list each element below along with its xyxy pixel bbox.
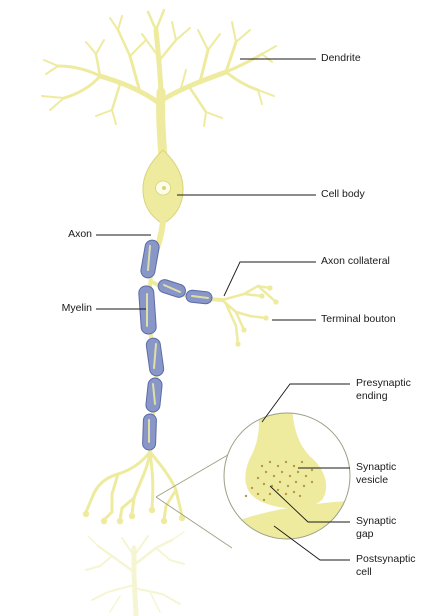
- target-neuron-faded: [85, 531, 185, 616]
- leader-lines: [96, 58, 350, 561]
- nucleolus: [162, 186, 166, 190]
- label-vesicle-line2: vesicle: [356, 474, 389, 486]
- label-gap-line1: Synaptic: [356, 515, 397, 527]
- label-presynaptic-line1: Presynaptic: [356, 377, 411, 389]
- label-synaptic-vesicle: Synaptic vesicle: [356, 461, 396, 487]
- label-postsynaptic-line1: Postsynaptic: [356, 553, 416, 565]
- label-cell-body: Cell body: [321, 188, 365, 200]
- collateral-terminals: [220, 284, 278, 346]
- label-myelin: Myelin: [61, 302, 92, 314]
- label-postsynaptic-cell: Postsynaptic cell: [356, 553, 416, 579]
- collateral-boutons: [235, 285, 279, 347]
- label-presynaptic-ending: Presynaptic ending: [356, 377, 411, 403]
- terminal-boutons: [82, 506, 186, 525]
- myelin-highlights: [146, 245, 209, 443]
- label-presynaptic-line2: ending: [356, 390, 388, 402]
- label-vesicle-line1: Synaptic: [356, 461, 397, 473]
- axon: [146, 219, 224, 454]
- dendrite-tree: [41, 8, 277, 163]
- label-axon: Axon: [68, 228, 92, 240]
- label-axon-collateral: Axon collateral: [321, 255, 390, 267]
- label-terminal-bouton: Terminal bouton: [321, 313, 396, 325]
- axon-terminals: [84, 450, 184, 522]
- presynaptic-terminal-shape: [245, 413, 327, 509]
- myelin-sheaths: [138, 239, 213, 451]
- label-postsynaptic-line2: cell: [356, 566, 372, 578]
- vesicle-dots: [244, 460, 314, 502]
- synapse-inset: [223, 412, 351, 540]
- inset-border: [223, 412, 351, 540]
- label-dendrite: Dendrite: [321, 52, 361, 64]
- postsynaptic-membrane-shape: [224, 500, 350, 539]
- label-synaptic-gap: Synaptic gap: [356, 515, 396, 541]
- label-gap-line2: gap: [356, 528, 374, 540]
